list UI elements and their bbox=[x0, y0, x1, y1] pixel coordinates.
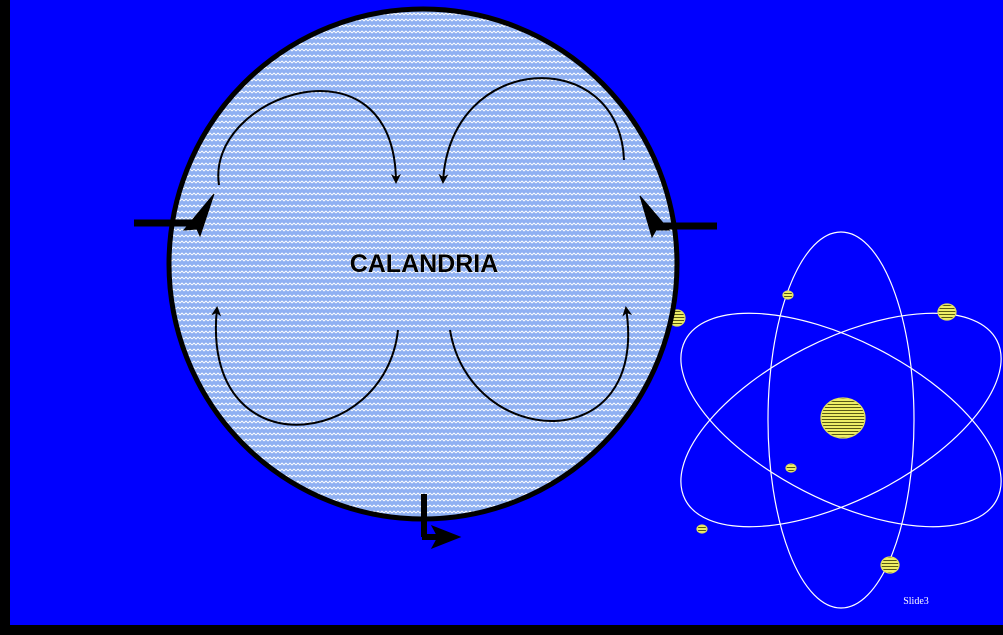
flow-pipes bbox=[134, 193, 717, 549]
atom-electron bbox=[696, 524, 708, 534]
atom-orbit-vertical bbox=[767, 231, 915, 609]
arrow-icon bbox=[639, 195, 671, 239]
arrow-icon bbox=[430, 525, 462, 549]
atom-orbit-left bbox=[680, 312, 1002, 528]
flow-arrow-bottom-left bbox=[211, 306, 399, 426]
arrow-icon bbox=[182, 193, 215, 238]
circulation-arrows bbox=[211, 77, 633, 426]
flow-arrow-top-left bbox=[217, 90, 401, 186]
flow-arrow-top-right bbox=[438, 77, 625, 184]
atom-icon bbox=[668, 231, 1002, 609]
diagram-title: CALANDRIA bbox=[350, 250, 499, 278]
atom-electron bbox=[785, 463, 797, 473]
atom-electron bbox=[880, 556, 900, 574]
atom-orbit-right bbox=[680, 312, 1002, 528]
atom-electron bbox=[937, 303, 957, 321]
slide-label: Slide3 bbox=[903, 596, 929, 607]
atom-nucleus bbox=[820, 397, 866, 439]
atom-electron bbox=[782, 290, 794, 300]
flow-arrow-bottom-right bbox=[449, 306, 633, 422]
